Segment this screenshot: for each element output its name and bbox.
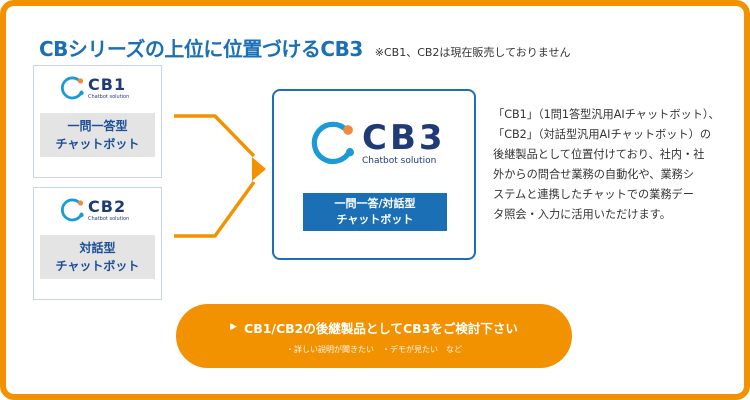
logo-subtitle: Chatbot solution <box>88 93 130 100</box>
label-line: 一問一答/対話型 <box>334 197 416 211</box>
product-card-cb2: CB2 Chatbot solution 対話型 チャットボット <box>33 187 162 300</box>
product-type-label: 一問一答型 チャットボット <box>40 113 155 157</box>
cb2-logo: CB2 Chatbot solution <box>60 197 129 223</box>
chatbot-logo-icon <box>61 76 84 100</box>
play-arrow-icon: ▶ <box>230 322 238 332</box>
arrow-from-cb2 <box>174 180 256 238</box>
chatbot-logo-icon <box>311 121 355 165</box>
logo-name: CB2 <box>88 196 127 216</box>
merge-arrows <box>174 114 266 238</box>
chatbot-logo-icon <box>61 198 84 222</box>
availability-note: ※CB1、CB2は現在販売しておりません <box>374 46 571 59</box>
description-line: 外からの問合せ業務の自動化や、業務シ <box>493 167 695 181</box>
label-line: 対話型 <box>79 241 116 255</box>
label-line: チャットボット <box>55 137 140 151</box>
description-line: 「CB2」（対話型汎用AIチャットボット）の <box>493 127 712 141</box>
product-type-label: 対話型 チャットボット <box>40 235 155 279</box>
arrow-head-icon <box>252 157 266 181</box>
arrow-from-cb1 <box>174 114 256 158</box>
page-title: CBシリーズの上位に位置づけるCB3 <box>39 37 363 61</box>
description: 「CB1」（1問1答型汎用AIチャットボット）、 「CB2」（対話型汎用AIチャ… <box>493 105 723 225</box>
description-line: タ照会・入力に活用いただけます。 <box>493 207 671 221</box>
product-type-label: 一問一答/対話型 チャットボット <box>303 193 447 231</box>
logo-name: CB1 <box>88 74 127 94</box>
label-line: チャットボット <box>55 259 140 273</box>
cta-main: ▶ CB1/CB2の後継製品としてCB3をご検討下さい <box>230 318 518 337</box>
label-line: 一問一答型 <box>67 119 128 133</box>
cb1-logo: CB1 Chatbot solution <box>60 75 129 101</box>
description-line: 後継製品として位置付けており、社内・社 <box>493 147 705 161</box>
product-card-cb3: CB3 Chatbot solution 一問一答/対話型 チャットボット <box>272 89 476 260</box>
cta-label: CB1/CB2の後継製品としてCB3をご検討下さい <box>244 320 518 336</box>
logo-name: CB3 <box>362 117 446 158</box>
description-line: 「CB1」（1問1答型汎用AIチャットボット）、 <box>493 108 720 121</box>
cta-subtext: ・詳しい説明が聞きたい ・デモが見たい など <box>286 344 462 354</box>
header: CBシリーズの上位に位置づけるCB3 ※CB1、CB2は現在販売しておりません <box>39 33 570 62</box>
product-card-cb1: CB1 Chatbot solution 一問一答型 チャットボット <box>33 65 162 178</box>
label-line: チャットボット <box>336 213 414 226</box>
consider-cb3-button[interactable]: ▶ CB1/CB2の後継製品としてCB3をご検討下さい ・詳しい説明が聞きたい … <box>176 304 572 368</box>
cb3-logo: CB3 Chatbot solution <box>310 118 446 168</box>
logo-subtitle: Chatbot solution <box>362 155 437 166</box>
description-line: ステムと連携したチャットでの業務デー <box>493 187 694 201</box>
logo-subtitle: Chatbot solution <box>88 215 130 222</box>
